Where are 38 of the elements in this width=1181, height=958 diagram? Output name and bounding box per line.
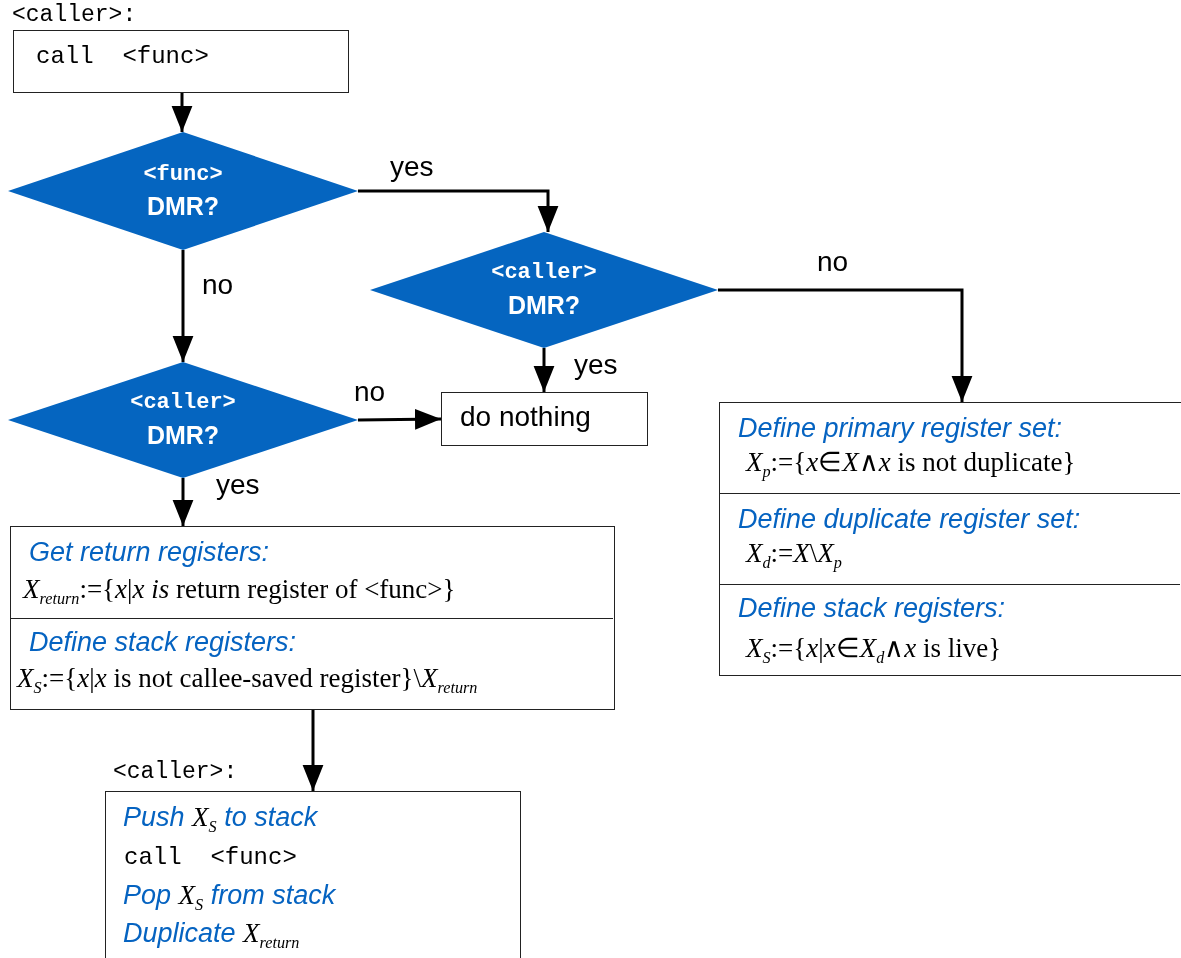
formula: X$_{S}$:={x|x is not callee-saved register}\X$_{return}$ [17,663,478,698]
step-heading: Get return registers: [29,537,270,569]
step-heading: Define duplicate register set: [738,504,1081,536]
process-box [441,392,648,446]
code-line: call <func> [124,844,297,872]
code-label: <caller>: [113,759,238,786]
step-heading: Define stack registers: [29,627,297,659]
step-heading: Define primary register set: [738,413,1063,445]
condition-label: <caller> [129,390,237,416]
arrow [172,478,194,526]
arrow [171,93,193,132]
formula: X$_{S}$:={x|x∈X$_{d}$∧x is live} [746,633,1002,668]
condition-label: DMR? [506,291,582,320]
step-heading: Push X$_{S}$ to stack [123,802,318,837]
code-line: call <func> [36,43,209,71]
step-label: do nothing [460,401,591,434]
condition-label: <caller> [490,260,598,286]
arrow [718,288,973,402]
step-heading: Duplicate X$_{return}$ [123,918,300,953]
code-label: <caller>: [12,2,137,29]
decision-diamond [370,232,718,348]
condition-label: DMR? [145,421,221,450]
condition-label: DMR? [145,192,221,221]
formula: X$_{d}$:=X\X$_{p}$ [746,538,842,573]
formula: X$_{return}$:={x|x is return register of <func>} [23,574,456,609]
step-heading: Define stack registers: [738,593,1006,625]
arrow [302,710,324,791]
process-box [719,402,1181,676]
condition-label: <func> [142,162,224,188]
formula: X$_{p}$:={x∈X∧x is not duplicate} [746,447,1076,482]
decision-diamond [8,362,358,478]
process-box [10,526,615,710]
arrow [358,189,559,232]
arrow [357,408,442,430]
step-heading: Pop X$_{S}$ from stack [123,880,336,915]
arrow [533,348,555,392]
decision-diamond [8,132,358,250]
arrow [172,250,194,362]
